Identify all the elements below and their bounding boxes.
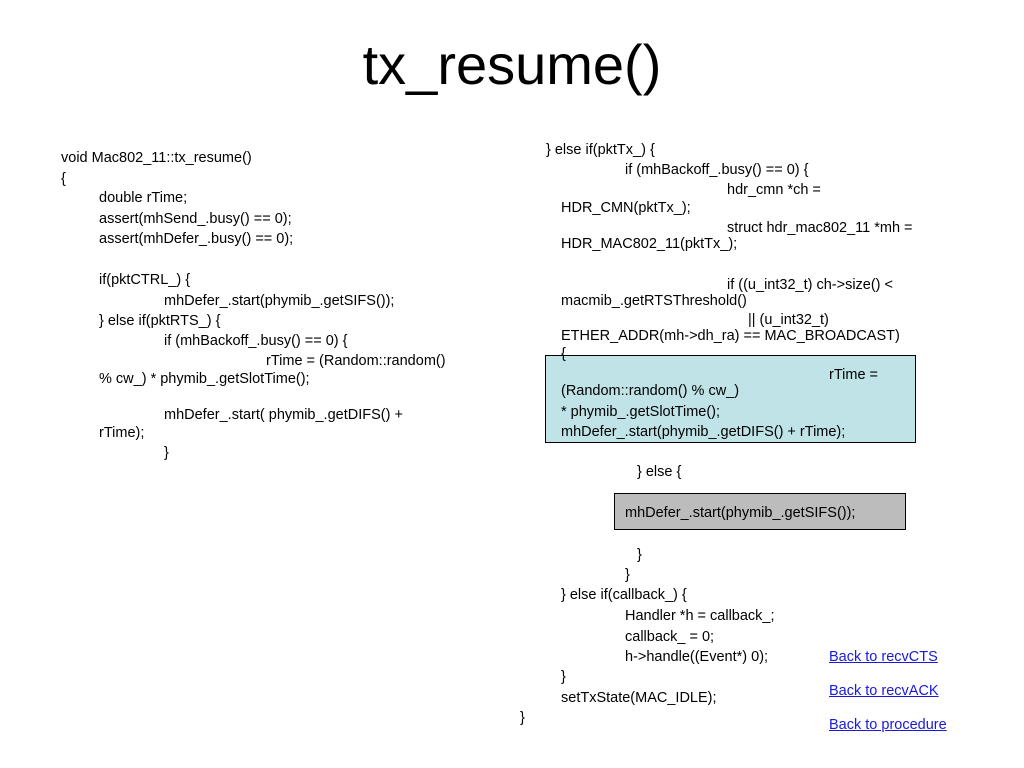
code-line: } else if(pktRTS_) { <box>99 313 221 329</box>
code-line: double rTime; <box>99 190 188 206</box>
code-line: mhDefer_.start(phymib_.getDIFS() + rTime… <box>561 424 846 440</box>
back-to-recvack-link[interactable]: Back to recvACK <box>829 683 939 699</box>
code-line: (Random::random() % cw_) <box>561 383 740 399</box>
code-line: { <box>561 346 566 362</box>
code-line: HDR_CMN(pktTx_); <box>561 200 691 216</box>
code-line: } <box>164 445 169 461</box>
code-line: mhDefer_.start(phymib_.getSIFS()); <box>625 505 856 521</box>
sifs-highlight-box <box>614 493 906 530</box>
code-line: assert(mhDefer_.busy() == 0); <box>99 231 294 247</box>
back-to-recvcts-link[interactable]: Back to recvCTS <box>829 649 938 665</box>
code-line: rTime); <box>99 425 145 441</box>
code-line: mhDefer_.start( phymib_.getDIFS() + <box>164 407 403 423</box>
slide-title: tx_resume() <box>362 33 662 96</box>
rtime-highlight-box <box>545 355 916 443</box>
code-line: } <box>561 669 566 685</box>
code-line: Handler *h = callback_; <box>625 608 775 624</box>
code-line: h->handle((Event*) 0); <box>625 649 769 665</box>
code-line: if (mhBackoff_.busy() == 0) { <box>164 333 348 349</box>
code-line: * phymib_.getSlotTime(); <box>561 404 721 420</box>
code-line: { <box>61 171 66 187</box>
code-line: if ((u_int32_t) ch->size() < <box>727 277 894 293</box>
code-line: } <box>625 567 630 583</box>
code-line: rTime = <box>829 367 879 383</box>
code-line: mhDefer_.start(phymib_.getSIFS()); <box>164 293 395 309</box>
code-line: if(pktCTRL_) { <box>99 272 191 288</box>
code-line: } else if(pktTx_) { <box>546 142 655 158</box>
back-to-procedure-link[interactable]: Back to procedure <box>829 717 947 733</box>
code-line: if (mhBackoff_.busy() == 0) { <box>625 162 809 178</box>
code-line: } else { <box>637 464 682 480</box>
code-line: % cw_) * phymib_.getSlotTime(); <box>99 371 310 387</box>
code-line: void Mac802_11::tx_resume() <box>61 150 252 166</box>
code-line: rTime = (Random::random() <box>266 353 446 369</box>
code-line: assert(mhSend_.busy() == 0); <box>99 211 292 227</box>
code-line: HDR_MAC802_11(pktTx_); <box>561 236 738 252</box>
code-line: } <box>637 547 642 563</box>
code-line: ETHER_ADDR(mh->dh_ra) == MAC_BROADCAST) <box>561 328 900 344</box>
code-line: setTxState(MAC_IDLE); <box>561 690 717 706</box>
code-line: callback_ = 0; <box>625 629 715 645</box>
code-line: struct hdr_mac802_11 *mh = <box>727 220 913 236</box>
code-line: hdr_cmn *ch = <box>727 182 821 198</box>
code-line: || (u_int32_t) <box>748 312 829 328</box>
code-line: } else if(callback_) { <box>561 587 687 603</box>
code-line: } <box>520 710 525 726</box>
code-line: macmib_.getRTSThreshold() <box>561 293 747 309</box>
